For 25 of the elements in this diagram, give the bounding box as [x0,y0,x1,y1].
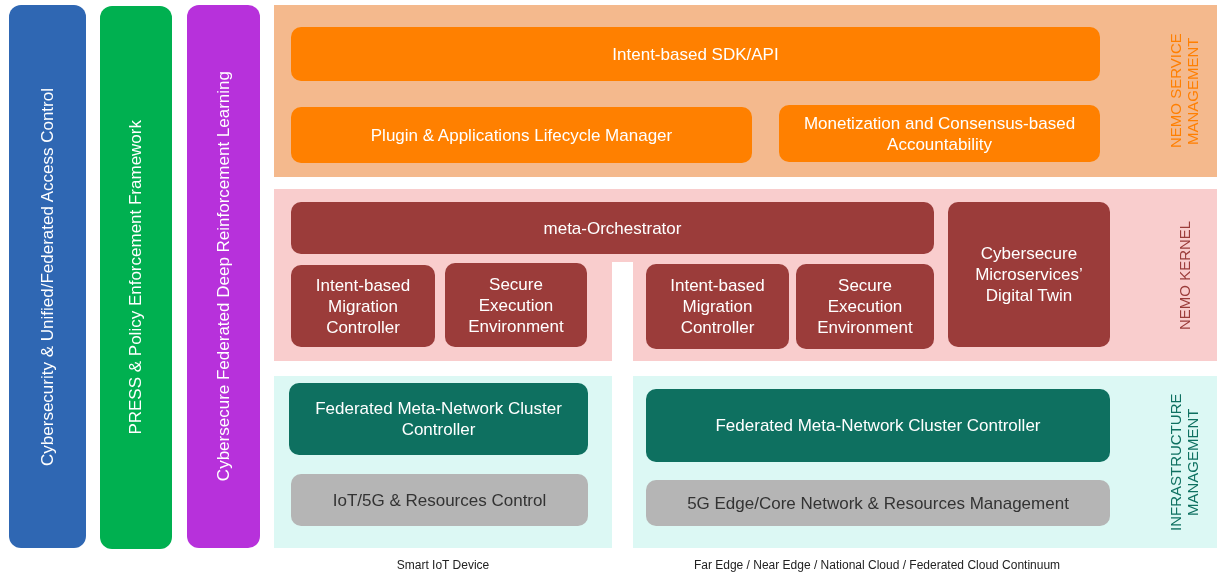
component-box: 5G Edge/Core Network & Resources Management [646,480,1110,526]
layer-title: INFRASTRUCTURE MANAGEMENT [1166,392,1202,533]
cross-layer-bar: Cybersecurity & Unified/Federated Access Control [9,5,86,548]
column-caption: Far Edge / Near Edge / National Cloud / Federated Cloud Continuum [693,558,1061,572]
component-box: Secure Execution Environment [445,263,587,347]
cross-layer-bar: PRESS & Policy Enforcement Framework [100,6,172,549]
component-box: Intent-based Migration Controller [646,264,789,349]
layer-band [274,5,1217,177]
component-box: Intent-based SDK/API [291,27,1100,81]
component-box: Federated Meta-Network Cluster Controller [646,389,1110,462]
component-box: Plugin & Applications Lifecycle Manager [291,107,752,163]
cross-layer-bar: Cybersecure Federated Deep Reinforcement Learning [187,5,260,548]
component-box: Intent-based Migration Controller [291,265,435,347]
component-box: Federated Meta-Network Cluster Controller [289,383,588,455]
column-caption: Smart IoT Device [396,558,490,572]
layer-band [274,189,1217,361]
component-box: meta-Orchestrator [291,202,934,254]
layer-title: NEMO KERNEL [1174,219,1194,332]
layer-band [633,376,1217,548]
component-box: IoT/5G & Resources Control [291,474,588,526]
component-box: Monetization and Consensus-based Accountability [779,105,1100,162]
component-box: Cybersecure Microservices’ Digital Twin [948,202,1110,347]
layer-title: NEMO SERVICE MANAGEMENT [1166,32,1202,151]
component-box: Secure Execution Environment [796,264,934,349]
layer-band [274,376,612,548]
